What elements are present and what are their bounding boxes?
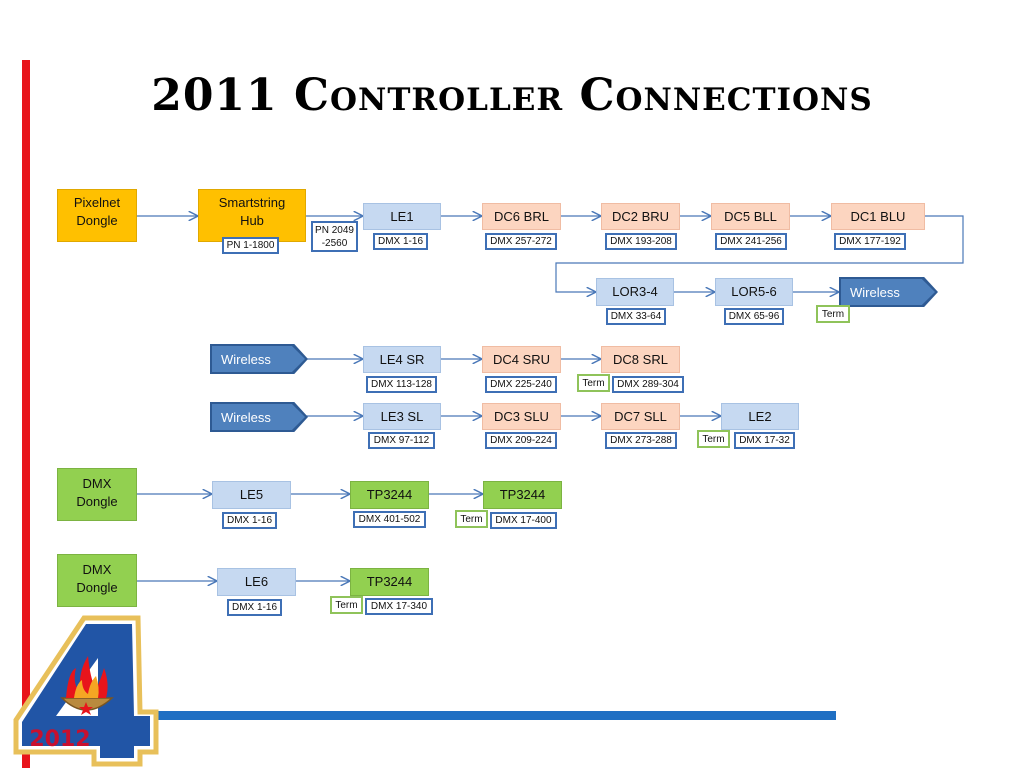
torch-cauldron-icon <box>13 615 159 767</box>
dmx-tag-lor5-6: DMX 65-96 <box>724 308 784 325</box>
dmx-tag-le2: DMX 17-32 <box>734 432 795 449</box>
tp3244-node-a: TP3244 <box>350 481 429 509</box>
dmx-tag-tp3244-b: DMX 17-400 <box>490 512 557 529</box>
dmx-tag-le6: DMX 1-16 <box>227 599 282 616</box>
term-badge-wireless: Term <box>816 305 850 323</box>
wireless-receiver-node-2: Wireless <box>210 402 308 432</box>
logo-year: 2012 <box>29 727 91 752</box>
dmx-tag-tp3244-a: DMX 401-502 <box>353 511 426 528</box>
dmx-tag-le3-sl: DMX 97-112 <box>368 432 435 449</box>
le1-node: LE1 <box>363 203 441 230</box>
term-badge-le2: Term <box>697 430 730 448</box>
dmx-dongle-node-1: DMX Dongle <box>57 468 137 521</box>
smartstring-hub-node: Smartstring Hub <box>198 189 306 242</box>
dmx-tag-dc3-slu: DMX 209-224 <box>485 432 557 449</box>
dmx-dongle-node-2: DMX Dongle <box>57 554 137 607</box>
dc8-srl-node: DC8 SRL <box>601 346 680 373</box>
page-title: 2011 Controller Connections <box>151 70 873 121</box>
dc6-brl-node: DC6 BRL <box>482 203 561 230</box>
dmx-tag-dc1-blu: DMX 177-192 <box>834 233 906 250</box>
dmx-tag-dc2-bru: DMX 193-208 <box>605 233 677 250</box>
dmx-tag-dc7-sll: DMX 273-288 <box>605 432 677 449</box>
dc1-blu-node: DC1 BLU <box>831 203 925 230</box>
wireless-label: Wireless <box>212 404 305 430</box>
dc2-bru-node: DC2 BRU <box>601 203 680 230</box>
dmx-tag-le4-sr: DMX 113-128 <box>366 376 437 393</box>
tp3244-node-c: TP3244 <box>350 568 429 596</box>
lor5-6-node: LOR5-6 <box>715 278 793 306</box>
dmx-tag-dc6-brl: DMX 257-272 <box>485 233 557 250</box>
dc4-sru-node: DC4 SRU <box>482 346 561 373</box>
dmx-tag-lor3-4: DMX 33-64 <box>606 308 666 325</box>
red-accent-bar <box>22 60 30 768</box>
dmx-tag-tp3244-c: DMX 17-340 <box>365 598 433 615</box>
dc3-slu-node: DC3 SLU <box>482 403 561 430</box>
le6-node: LE6 <box>217 568 296 596</box>
dc5-bll-node: DC5 BLL <box>711 203 790 230</box>
wireless-transmitter-node: Wireless <box>839 277 938 307</box>
wireless-receiver-node-1: Wireless <box>210 344 308 374</box>
dmx-tag-le1: DMX 1-16 <box>373 233 428 250</box>
dmx-tag-le5: DMX 1-16 <box>222 512 277 529</box>
dmx-tag-hub-pn-2: PN 2049 -2560 <box>311 221 358 252</box>
le3-sl-node: LE3 SL <box>363 403 441 430</box>
le4-sr-node: LE4 SR <box>363 346 441 373</box>
le2-node: LE2 <box>721 403 799 430</box>
le5-node: LE5 <box>212 481 291 509</box>
dmx-tag-dc4-sru: DMX 225-240 <box>485 376 557 393</box>
term-badge-tp3244-c: Term <box>330 596 363 614</box>
dc7-sll-node: DC7 SLL <box>601 403 680 430</box>
dmx-tag-hub-pn: PN 1-1800 <box>222 237 279 254</box>
dmx-tag-dc5-bll: DMX 241-256 <box>715 233 787 250</box>
tp3244-node-b: TP3244 <box>483 481 562 509</box>
lor3-4-node: LOR3-4 <box>596 278 674 306</box>
blue-accent-bar <box>118 711 836 720</box>
term-badge-tp3244-b: Term <box>455 510 488 528</box>
pixelnet-dongle-node: Pixelnet Dongle <box>57 189 137 242</box>
term-badge-dc8-srl: Term <box>577 374 610 392</box>
wireless-label: Wireless <box>841 279 935 305</box>
wireless-label: Wireless <box>212 346 305 372</box>
dmx-tag-dc8-srl: DMX 289-304 <box>612 376 684 393</box>
